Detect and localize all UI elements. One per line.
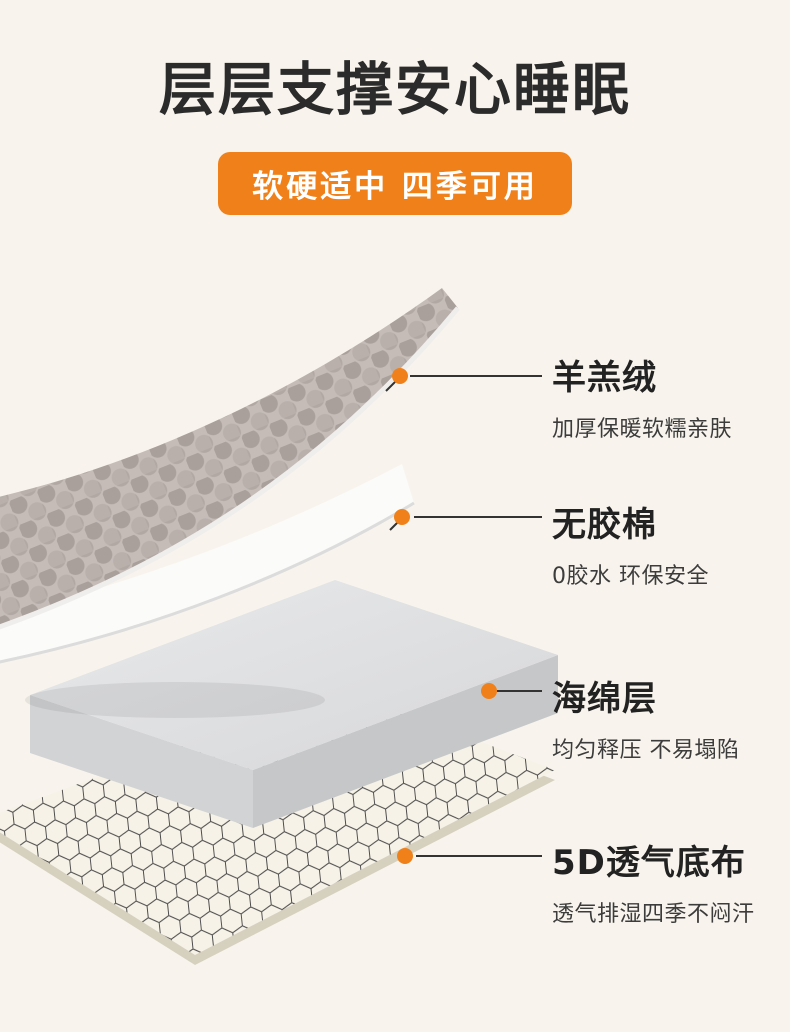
callout-desc: 均匀释压 不易塌陷 [552, 738, 740, 763]
callout-dot-1 [392, 368, 408, 384]
callout-glue-free-cotton: 无胶棉 0胶水 环保安全 [552, 497, 788, 590]
badge-row: 软硬适中 四季可用 [0, 152, 790, 215]
feature-badge: 软硬适中 四季可用 [218, 152, 572, 215]
callout-desc: 0胶水 环保安全 [552, 564, 709, 589]
callout-desc: 透气排湿四季不闷汗 [552, 902, 755, 927]
callout-sponge-layer: 海绵层 均匀释压 不易塌陷 [552, 671, 788, 764]
callout-lamb-fleece: 羊羔绒 加厚保暖软糯亲肤 [552, 350, 788, 443]
callout-title: 羊羔绒 [552, 358, 657, 398]
page-title: 层层支撑安心睡眠 [159, 57, 631, 123]
sponge-slab-layer [25, 580, 558, 828]
cotton-sheet-layer [0, 464, 415, 664]
callout-title: 5D透气底布 [552, 843, 746, 883]
callout-dot-4 [397, 848, 413, 864]
callout-pointers [385, 368, 542, 864]
cotton-sheet [0, 464, 414, 662]
callout-dot-2 [394, 509, 410, 525]
callout-breathable-base: 5D透气底布 透气排湿四季不闷汗 [552, 835, 788, 928]
fleece-sheet [0, 288, 458, 627]
sponge-top-face [30, 580, 558, 770]
sheet-shadow [25, 682, 325, 718]
callout-desc: 加厚保暖软糯亲肤 [552, 417, 733, 442]
sponge-left-face [30, 695, 253, 828]
callout-dot-3 [481, 683, 497, 699]
callout-title: 无胶棉 [552, 505, 657, 545]
sponge-right-face [253, 655, 558, 828]
cotton-sheet-edge [0, 501, 415, 664]
callout-title: 海绵层 [552, 679, 657, 719]
